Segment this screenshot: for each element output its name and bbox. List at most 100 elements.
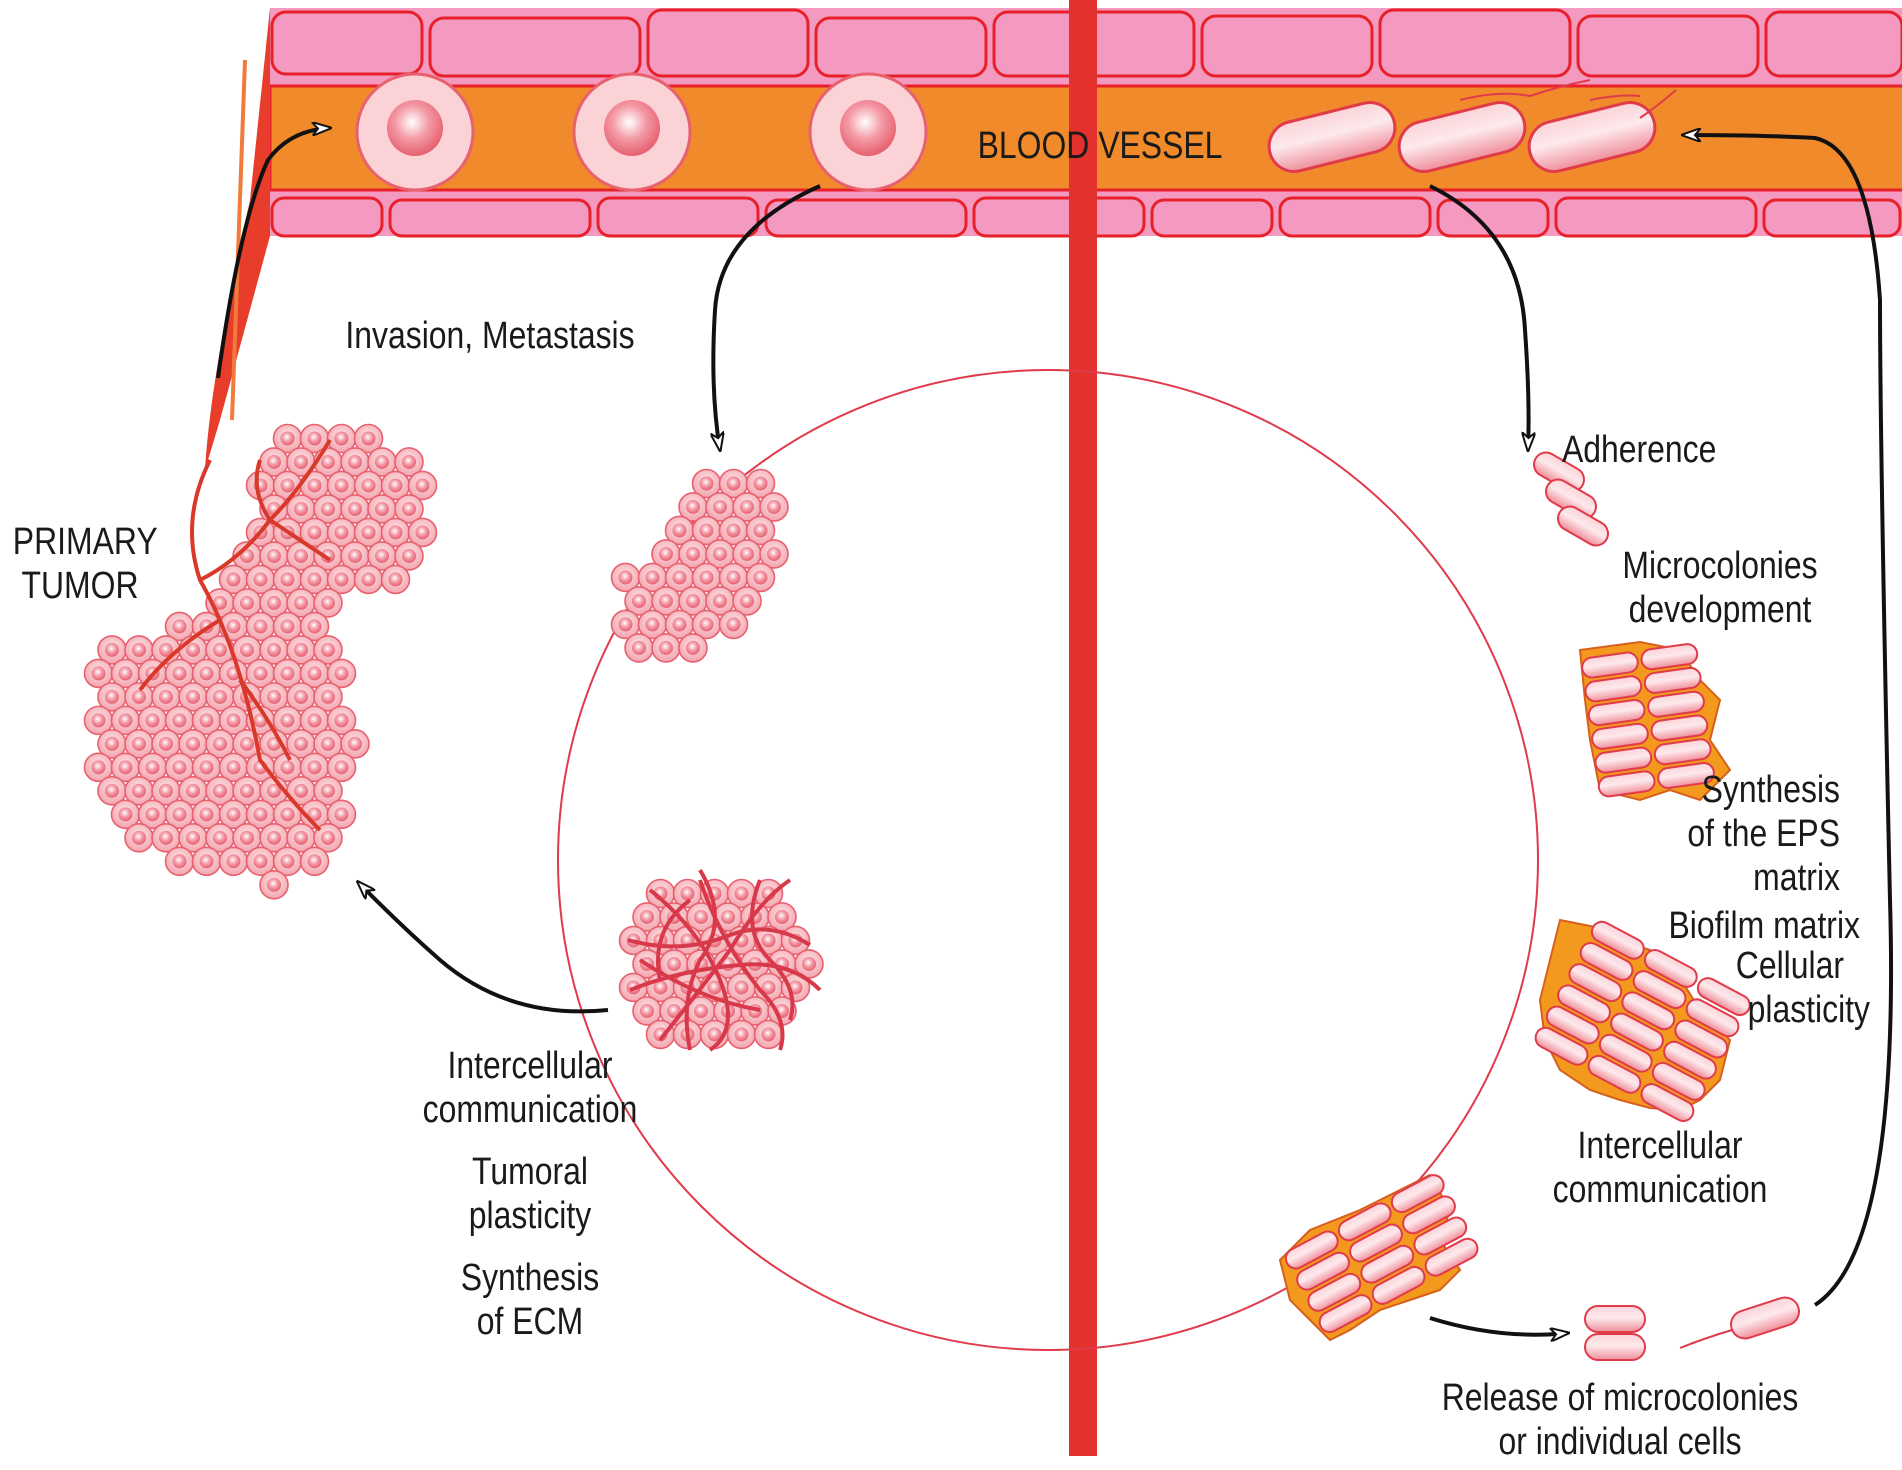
arrows (216, 128, 1894, 1335)
circulating-tumor-cell (355, 72, 475, 192)
biofilm-cell (1568, 963, 1623, 1003)
biofilm-cell (1640, 1083, 1695, 1123)
blood-vessel (205, 8, 1902, 470)
primary-tumor-label-line2: TUMOR (21, 565, 139, 607)
biofilm-cell (1651, 1061, 1706, 1101)
dispersing-cell (1371, 1265, 1426, 1305)
biofilm-cell (1643, 948, 1698, 988)
biofilm-cell (1610, 1012, 1664, 1052)
tumor-cell (124, 823, 154, 853)
intercellular-communication-label-right-1: Intercellular (1577, 1125, 1743, 1167)
dispersing-cell (1349, 1223, 1403, 1263)
released-individual-cell (1679, 1296, 1800, 1349)
microcolony-cell (1584, 675, 1643, 703)
dispersing-cell (1318, 1294, 1373, 1334)
eps-label-3: matrix (1753, 857, 1840, 899)
dispersing-cell (1402, 1195, 1456, 1235)
biofilm-cell (1557, 984, 1611, 1024)
microcolony-cell (1591, 722, 1649, 750)
dispersing-cell (1296, 1251, 1350, 1291)
circulating-tumor-cell (808, 72, 928, 192)
microcolony-cell (1657, 762, 1715, 790)
metastatic-cell (651, 633, 681, 663)
arrow-release (1429, 1316, 1568, 1335)
tumor-cell (259, 869, 289, 900)
ecm-tumor-cell (753, 1019, 784, 1050)
microcolony-cell (1653, 738, 1712, 766)
vessel-wall-cells-bottom (270, 196, 1902, 238)
biofilm-matrix (1534, 918, 1751, 1123)
biofilm-cell (1632, 970, 1687, 1010)
tumor-cell (164, 846, 195, 877)
metastatic-cell (718, 609, 749, 640)
eps-label-1: Synthesis (1701, 769, 1840, 811)
tumor-cell (218, 846, 249, 877)
biofilm-matrix-label: Biofilm matrix (1668, 905, 1860, 947)
tumor-cell (353, 564, 384, 595)
tumoral-plasticity-label-1: Tumoral (472, 1151, 588, 1193)
biofilm-cell (1674, 1019, 1729, 1059)
intercellular-communication-label-right-2: communication (1552, 1169, 1768, 1211)
eps-label-2: of the EPS (1687, 813, 1840, 855)
biofilm-cell (1587, 1054, 1642, 1094)
metastatic-cluster (610, 468, 789, 663)
tumoral-plasticity-label-2: plasticity (468, 1195, 592, 1237)
dispersing-cell (1307, 1272, 1362, 1312)
biofilm-cell (1598, 1033, 1653, 1073)
dispersing-biofilm (1278, 1173, 1479, 1342)
dispersing-cell (1360, 1244, 1415, 1284)
primary-tumor-label-line1: PRIMARY (12, 521, 158, 563)
arrow-reentry (1683, 135, 1894, 1307)
microcolony-eps (1578, 640, 1732, 802)
circulating-tumor-cell (572, 72, 692, 192)
dispersing-cell (1337, 1202, 1392, 1242)
microcolony-cell (1640, 643, 1699, 671)
divider-bar (1069, 0, 1097, 1456)
circulating-bacterium (1267, 101, 1397, 173)
microcolony-cell (1587, 699, 1646, 727)
release-label-1: Release of microcolonies (1441, 1377, 1799, 1419)
dispersing-cell (1413, 1216, 1468, 1256)
adherent-bacteria (1533, 451, 1609, 547)
microcolonies-label-2: development (1628, 589, 1812, 631)
circulating-bacterium (1397, 79, 1591, 173)
biofilm-cell (1545, 1005, 1600, 1045)
microcolony-cell (1597, 770, 1656, 798)
host-tissue-circle (557, 369, 1539, 1351)
arrow-intravasation (216, 128, 330, 379)
microcolonies-label-1: Microcolonies (1622, 545, 1818, 587)
invasion-metastasis-label: Invasion, Metastasis (345, 315, 635, 357)
tumor-cell (191, 846, 222, 877)
arrow-bacteria-adherence (1429, 184, 1529, 450)
biofilm-cell (1590, 920, 1645, 960)
cellular-plasticity-label-2: plasticity (1747, 989, 1870, 1031)
arrow-return-to-tumor (358, 882, 609, 1014)
tumor-cell (299, 846, 330, 877)
microcolony-cell (1647, 690, 1705, 718)
metastatic-cell (624, 633, 654, 663)
synthesis-ecm-label-2: of ECM (476, 1301, 584, 1343)
biofilm-cell (1579, 942, 1634, 981)
biofilm-cell (1621, 991, 1676, 1031)
intercellular-communication-label-left-2: communication (422, 1089, 638, 1131)
tumor-cell (380, 564, 411, 595)
biofilm-cell (1685, 998, 1740, 1038)
biofilm-cell (1534, 1026, 1589, 1066)
biofilm-cell (1696, 977, 1751, 1017)
released-microcolony (1584, 1305, 1646, 1361)
dispersing-cell (1284, 1230, 1339, 1270)
microcolony-cell (1594, 746, 1653, 774)
metastatic-cell (678, 633, 708, 663)
microcolony-cell (1643, 666, 1702, 694)
dispersing-cell (1390, 1174, 1445, 1214)
cellular-plasticity-label-1: Cellular (1735, 945, 1844, 987)
biofilm-cell (1663, 1040, 1717, 1080)
vessel-wall-cells-top (270, 8, 1902, 78)
tumor-vasculature (138, 438, 332, 832)
blood-vessel-label: BLOOD VESSEL (977, 125, 1223, 167)
ecm-fibers (627, 868, 822, 1052)
intercellular-communication-label-left-1: Intercellular (447, 1045, 613, 1087)
microcolony-cell (1650, 714, 1709, 742)
circulating-bacterium (1527, 89, 1677, 173)
